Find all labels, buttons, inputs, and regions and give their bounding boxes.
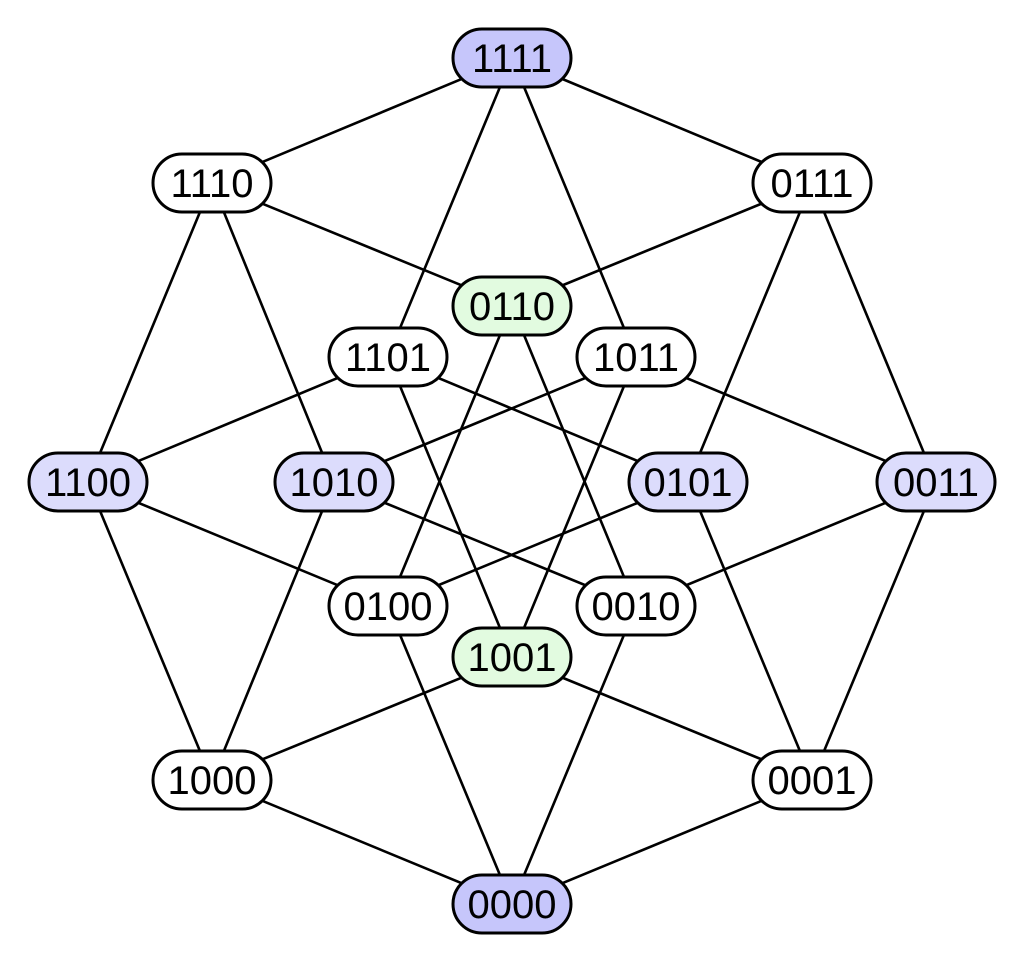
node-label-0011: 0011 (893, 461, 979, 505)
node-layer: 1111 1110 0111 0110 1101 1011 1100 1010 0101 0011… (27, 27, 997, 935)
edge-0110-0010 (510, 304, 638, 608)
node-box-1101 (327, 326, 449, 388)
node-0110: 0110 (451, 275, 573, 337)
node-box-1010 (273, 451, 395, 513)
node-0001: 0001 (751, 749, 873, 811)
node-box-0010 (575, 575, 697, 637)
node-1010: 1010 (273, 451, 395, 513)
edge-0010-0000 (510, 604, 638, 906)
node-box-1100 (27, 451, 149, 513)
node-0101: 0101 (627, 451, 749, 513)
edge-1111-1011 (510, 56, 638, 359)
node-0100: 0100 (327, 575, 449, 637)
node-1001: 1001 (451, 626, 573, 688)
edge-0100-0000 (386, 604, 514, 906)
node-label-0001: 0001 (768, 759, 857, 803)
node-0000: 0000 (451, 873, 573, 935)
node-label-1000: 1000 (168, 759, 257, 803)
edge-0101-0001 (686, 480, 814, 782)
edge-0111-0011 (810, 181, 938, 484)
edge-1110-1100 (86, 181, 214, 484)
edge-1100-1000 (86, 480, 214, 782)
node-label-1101: 1101 (345, 336, 431, 380)
node-1000: 1000 (151, 749, 273, 811)
node-0111: 0111 (751, 152, 873, 214)
node-label-0010: 0010 (592, 585, 681, 629)
node-1100: 1100 (27, 451, 149, 513)
node-label-1010: 1010 (290, 461, 379, 505)
edge-0110-0100 (386, 304, 514, 608)
node-box-0100 (327, 575, 449, 637)
node-label-0111: 0111 (770, 162, 853, 206)
edge-1010-1000 (210, 480, 336, 782)
node-1110: 1110 (151, 152, 273, 214)
node-label-1001: 1001 (468, 636, 557, 680)
edge-1111-1101 (386, 56, 514, 359)
node-box-0000 (451, 873, 573, 935)
node-box-0111 (751, 152, 873, 214)
node-0011: 0011 (875, 451, 997, 513)
node-label-1100: 1100 (45, 461, 131, 505)
node-1011: 1011 (575, 326, 697, 388)
node-label-0100: 0100 (344, 585, 433, 629)
node-box-1110 (151, 152, 273, 214)
node-box-1011 (575, 326, 697, 388)
node-box-1000 (151, 749, 273, 811)
node-0010: 0010 (575, 575, 697, 637)
node-label-1111: 1111 (472, 37, 552, 81)
node-1101: 1101 (327, 326, 449, 388)
node-box-0101 (627, 451, 749, 513)
node-label-1110: 1110 (170, 162, 253, 206)
node-label-1011: 1011 (593, 336, 679, 380)
node-box-1111 (451, 27, 573, 89)
node-label-0000: 0000 (468, 883, 557, 927)
node-label-0101: 0101 (644, 461, 733, 505)
node-box-0110 (451, 275, 573, 337)
edge-1101-1001 (386, 355, 514, 659)
node-box-0001 (751, 749, 873, 811)
edge-0111-0101 (686, 181, 814, 484)
edge-1110-1010 (210, 181, 336, 484)
edge-1011-1001 (510, 355, 638, 659)
edge-0011-0001 (810, 480, 938, 782)
node-box-0011 (875, 451, 997, 513)
node-box-1001 (451, 626, 573, 688)
node-1111: 1111 (451, 27, 573, 89)
node-label-0110: 0110 (469, 285, 555, 329)
